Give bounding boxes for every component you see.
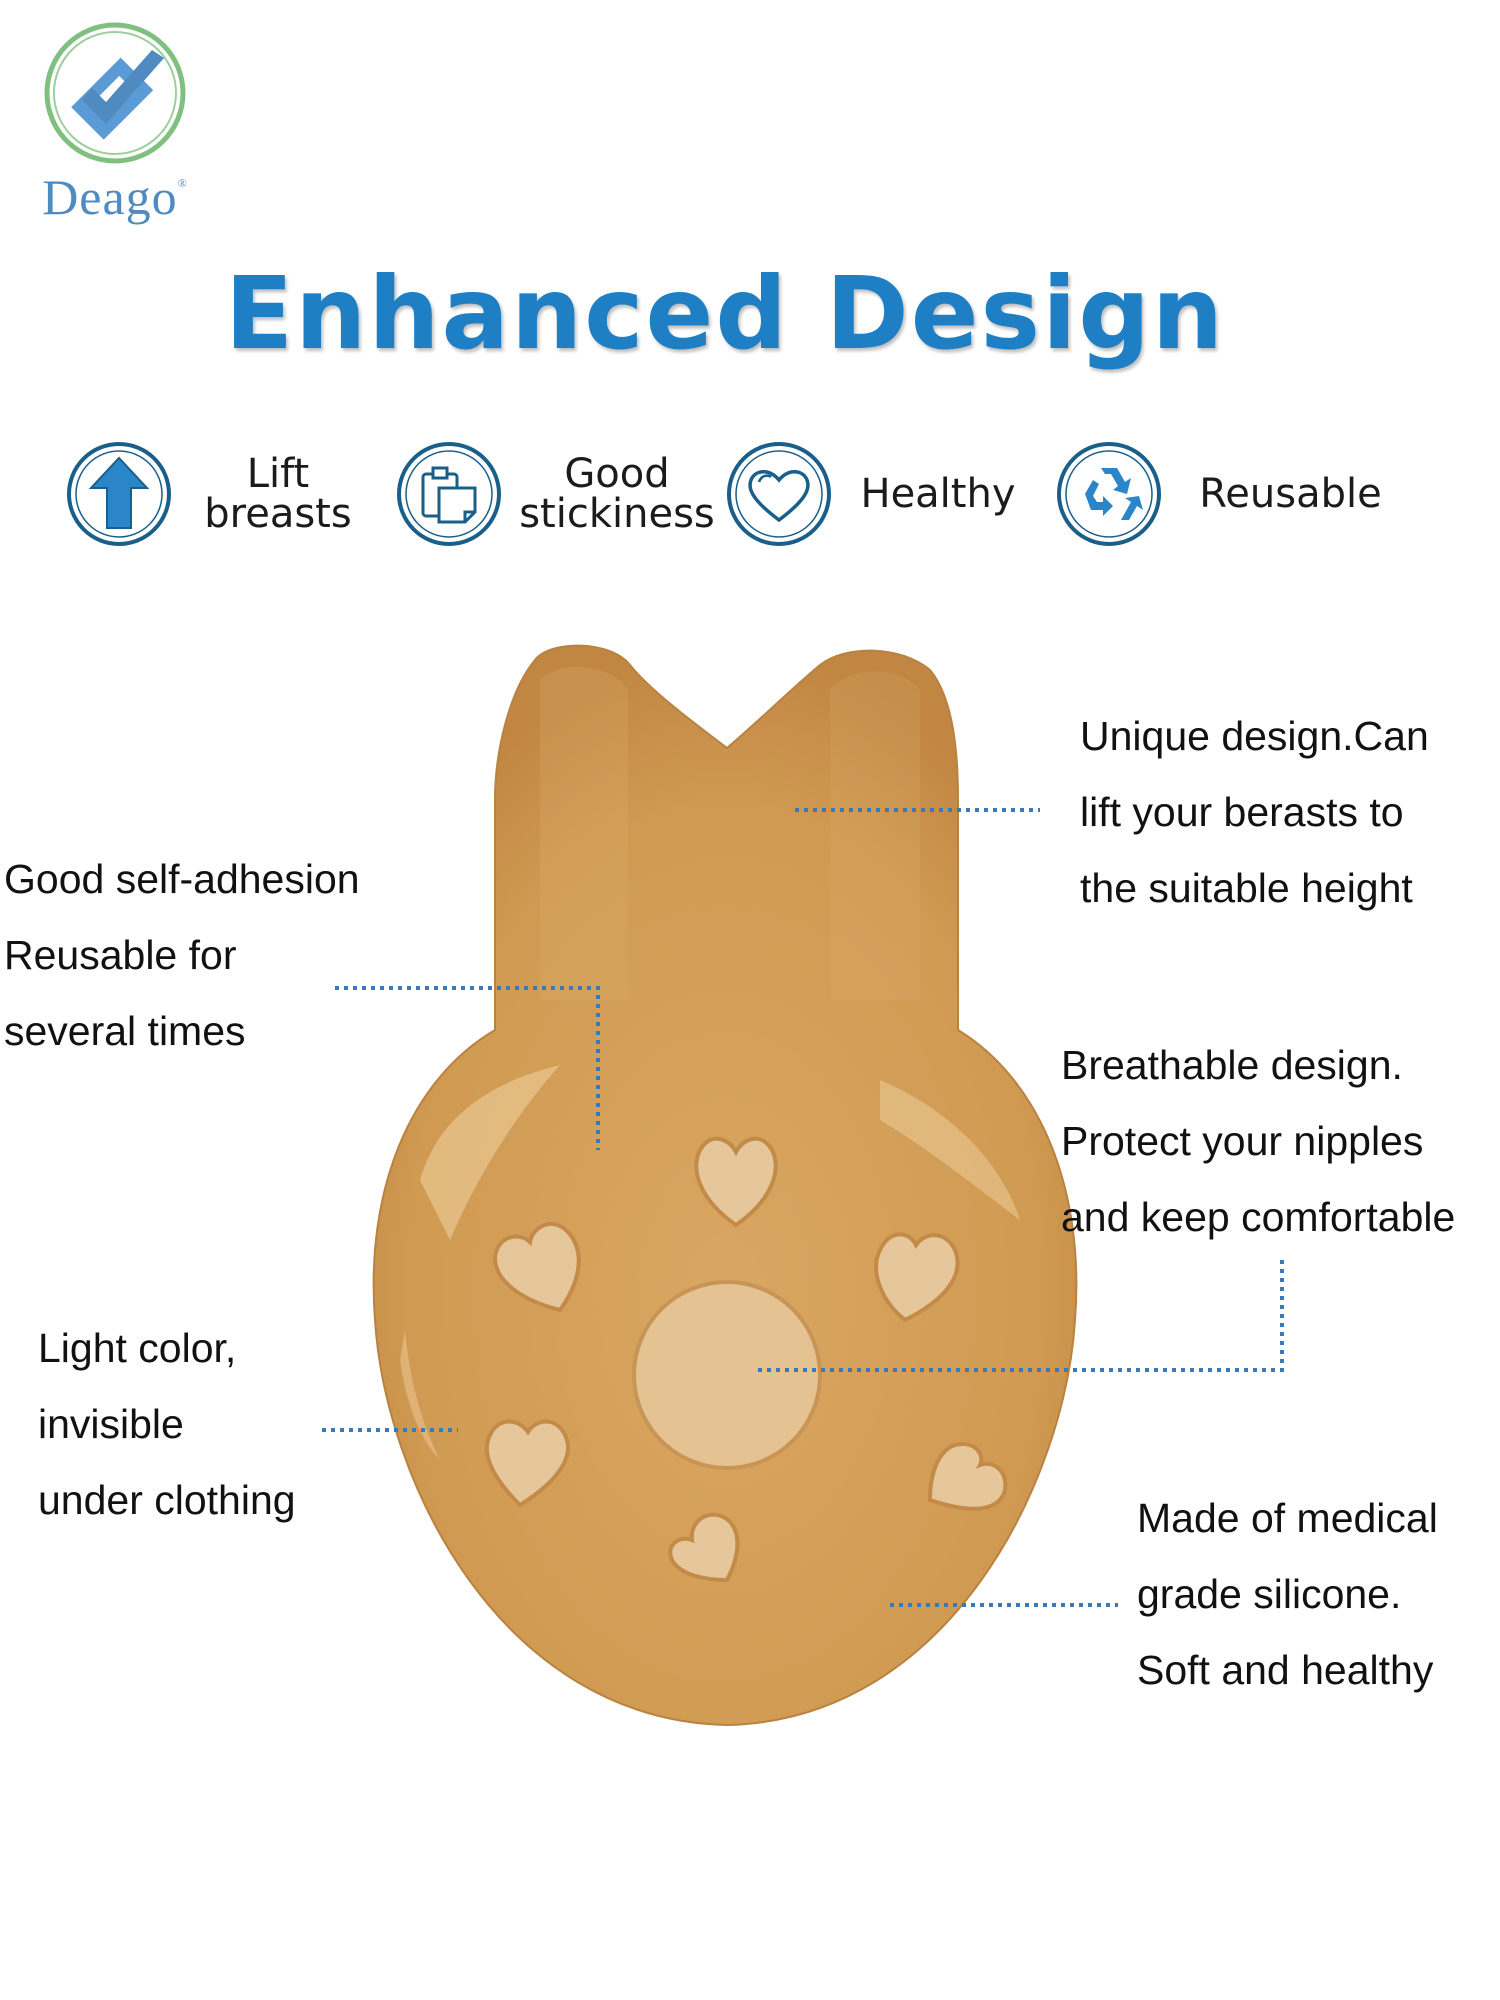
callout-medical-grade: Made of medical grade silicone. Soft and… [1137,1480,1438,1708]
callout-line: under clothing [38,1477,296,1523]
brand-logo: Deago® [30,18,200,225]
callout-breathable: Breathable design. Protect your nipples … [1061,1027,1455,1255]
callout-line: Breathable design. [1061,1042,1403,1088]
callout-line: Unique design.Can [1080,713,1429,759]
callout-line: Good self-adhesion [4,856,360,902]
heart-vents [484,1136,1008,1583]
callout-line: several times [4,1008,246,1054]
callout-line: and keep comfortable [1061,1194,1456,1240]
heart-vent [492,1222,581,1313]
heart-vent [927,1442,1008,1511]
arrow-up-icon [67,442,171,546]
callout-line: Reusable for [4,932,237,978]
callout-line: Soft and healthy [1137,1647,1434,1693]
callout-light-color: Light color, invisible under clothing [38,1310,296,1538]
leader-line-breathable [755,1260,1284,1372]
feature-healthy: Healthy [725,440,1035,550]
callout-line: Light color, [38,1325,237,1371]
leader-line-self-adhesion [335,986,600,1150]
callout-line: lift your berasts to [1080,789,1404,835]
callout-self-adhesion: Good self-adhesion Reusable for several … [4,841,360,1069]
checkmark-badge-icon [44,22,186,164]
recycle-icon [1057,442,1161,546]
headline: Enhanced Design [224,255,1226,372]
heart-vent [668,1512,740,1583]
callout-unique-design: Unique design.Can lift your berasts to t… [1080,698,1429,926]
heart-vent [694,1136,778,1228]
feature-lift-breasts: Lift breasts [65,440,375,550]
callout-line: the suitable height [1080,865,1413,911]
feature-reusable: Reusable [1055,440,1400,550]
feature-label: Healthy [860,471,1016,517]
callout-line: invisible [38,1401,184,1447]
callout-line: Protect your nipples [1061,1118,1424,1164]
clipboard-icon [397,442,501,546]
callout-line: grade silicone. [1137,1571,1402,1617]
feature-label: Reusable [1199,471,1382,517]
center-pad [632,1280,822,1470]
brand-name: Deago® [42,169,188,225]
heart-vent [874,1232,960,1323]
feature-label: Good stickiness [519,451,715,537]
heart-icon [727,442,831,546]
silicone-bra-shape [372,644,1078,1727]
feature-good-stickiness: Good stickiness [395,440,725,550]
feature-label: Lift breasts [204,451,352,537]
callout-line: Made of medical [1137,1495,1438,1541]
heart-vent [484,1419,570,1508]
